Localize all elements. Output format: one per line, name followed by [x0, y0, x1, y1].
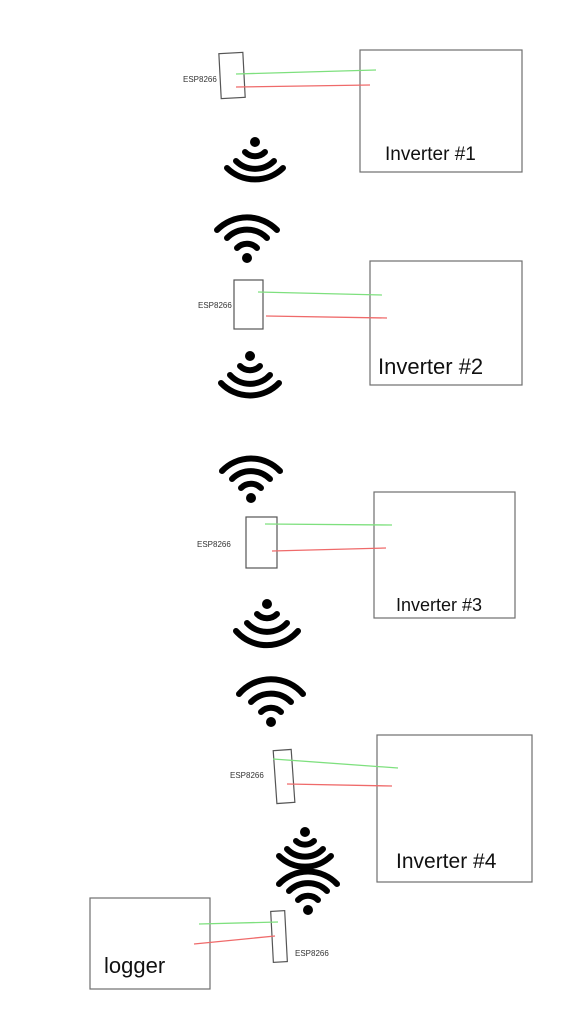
wifi-icon	[218, 351, 282, 399]
inverter-2-label: Inverter #2	[378, 354, 483, 379]
wire-red-3	[271, 547, 387, 552]
wire-red-4	[286, 783, 393, 787]
logger-label: logger	[104, 953, 165, 978]
inverter-1-label: Inverter #1	[385, 144, 476, 165]
inverter-3-label: Inverter #3	[396, 595, 482, 615]
wire-green-logger	[198, 921, 279, 925]
inverter-4-box	[376, 734, 533, 883]
esp8266-label-4: ESP8266	[230, 771, 264, 780]
wifi-icon	[276, 827, 334, 870]
wifi-icon	[224, 137, 286, 183]
inverter-2-group: Inverter #2 ESP8266	[198, 260, 523, 386]
wire-red-1	[235, 84, 371, 88]
inverter-1-group: Inverter #1 ESP8266	[183, 49, 523, 173]
inverter-1-box	[359, 49, 523, 173]
esp8266-module-3	[245, 516, 278, 569]
wire-green-3	[264, 523, 393, 526]
esp8266-label-1: ESP8266	[183, 75, 217, 84]
inverter-2-box	[369, 260, 523, 386]
wire-red-2	[265, 315, 388, 319]
logger-box	[89, 897, 211, 990]
esp8266-label-2: ESP8266	[198, 301, 232, 310]
wifi-icon	[236, 676, 306, 727]
logger-group: logger ESP8266	[89, 897, 329, 990]
inverter-4-label: Inverter #4	[396, 850, 497, 873]
inverter-3-group: Inverter #3 ESP8266	[197, 491, 516, 619]
wifi-icon	[233, 599, 301, 649]
esp8266-label-3: ESP8266	[197, 540, 231, 549]
esp8266-module-2	[233, 279, 264, 330]
wire-green-1	[235, 69, 377, 75]
wire-green-4	[272, 758, 399, 769]
esp8266-label-logger: ESP8266	[295, 949, 329, 958]
esp8266-module-1	[218, 51, 246, 100]
esp8266-module-4	[272, 748, 296, 805]
wifi-icon	[214, 214, 280, 263]
wire-green-2	[257, 291, 383, 296]
inverter-3-box	[373, 491, 516, 619]
wifi-icon	[219, 455, 283, 503]
inverter-4-group: Inverter #4 ESP8266	[230, 734, 533, 883]
wifi-icon	[276, 868, 340, 915]
wire-red-logger	[193, 935, 276, 945]
